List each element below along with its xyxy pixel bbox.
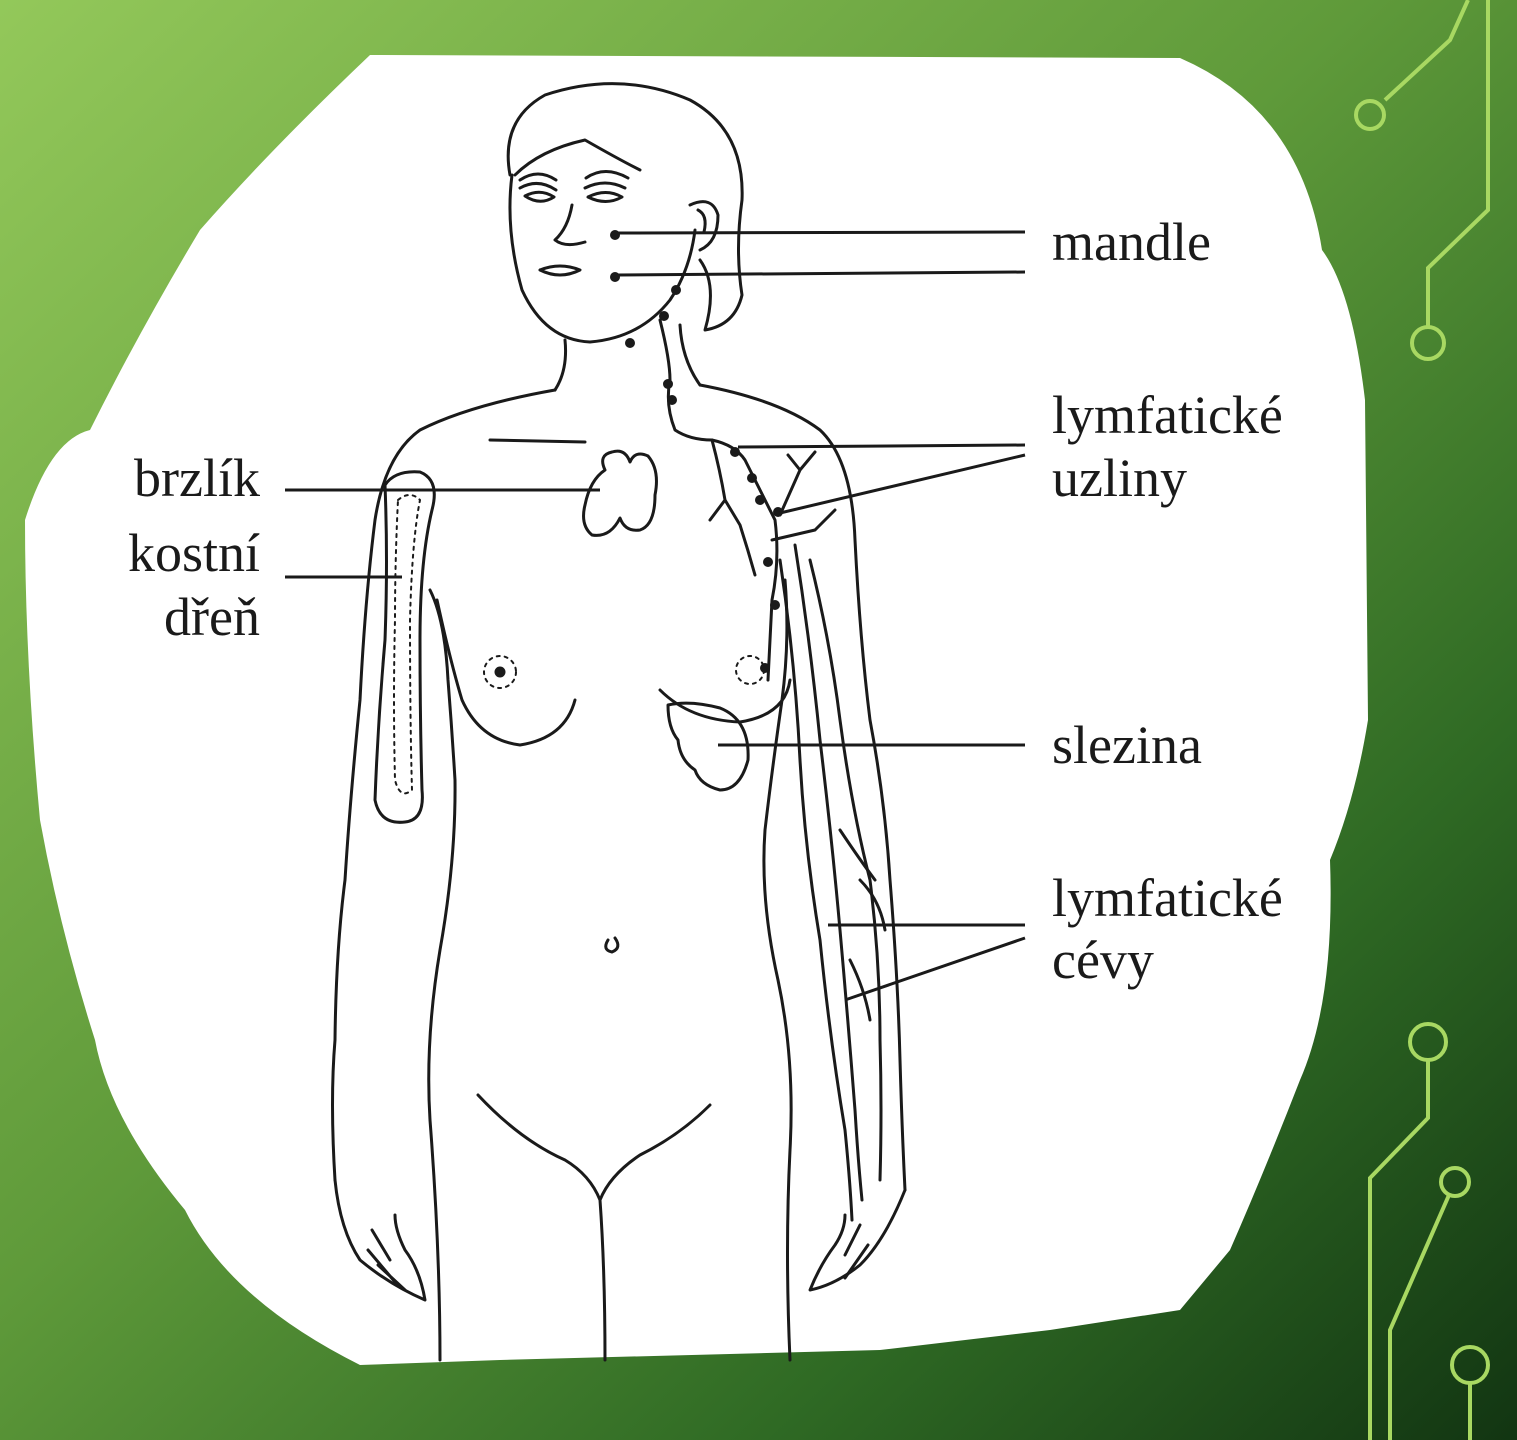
label-marrow-line1: kostní	[128, 523, 260, 583]
label-thymus: brzlík	[134, 448, 260, 508]
label-tonsils: mandle	[1052, 212, 1211, 272]
leader-line-nodes-1	[738, 445, 1025, 447]
leader-line-tonsils-1	[618, 232, 1025, 233]
label-spleen: slezina	[1052, 715, 1202, 775]
label-lymph-vessels-line1: lymfatické	[1052, 868, 1283, 928]
label-marrow-line2: dřeň	[164, 587, 260, 647]
label-lymph-nodes-line2: uzliny	[1052, 448, 1187, 508]
label-lymph-nodes-line1: lymfatické	[1052, 385, 1283, 445]
label-lymph-vessels-line2: cévy	[1052, 930, 1154, 990]
